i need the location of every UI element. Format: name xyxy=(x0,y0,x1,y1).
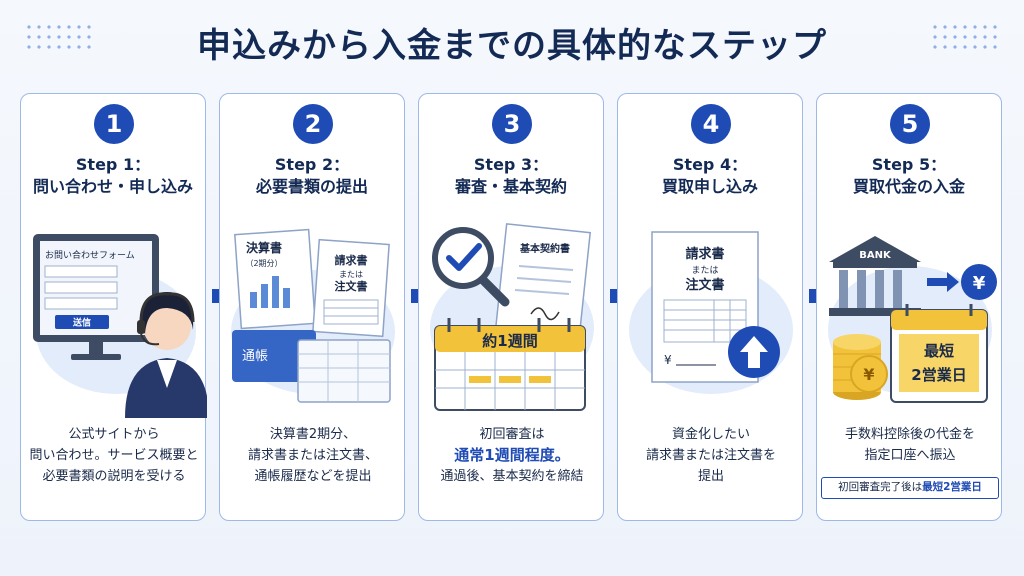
step-card-4: 4 Step 4： 買取申し込み 請求書 または 注文書 ¥ xyxy=(617,93,803,521)
step-title: Step 2： 必要書類の提出 xyxy=(220,154,404,198)
doc-line: 注文書 xyxy=(685,277,724,293)
passbook-icon: 通帳 xyxy=(232,330,316,382)
step-title: Step 1： 問い合わせ・申し込み xyxy=(21,154,205,198)
desc-line: 通帳履歴などを提出 xyxy=(254,469,372,484)
yen-coin-icon: ¥ xyxy=(961,264,997,300)
calendar-label: 約1週間 xyxy=(482,332,537,350)
step-name: 問い合わせ・申し込み xyxy=(32,177,193,196)
step-label: Step 2： xyxy=(274,155,350,174)
step-title: Step 4： 買取申し込み xyxy=(618,154,802,198)
step-name: 買取申し込み xyxy=(661,177,758,196)
desc-line: 請求書または注文書を xyxy=(645,448,776,463)
send-button-illus xyxy=(55,315,109,329)
arrow-right-icon xyxy=(927,272,959,292)
yen-sign: ¥ xyxy=(664,353,672,367)
payment-illustration: BANK ¥ ¥ xyxy=(828,236,997,403)
step-number-badge: 1 xyxy=(94,104,134,144)
step-card-3: 3 Step 3： 審査・基本契約 基本契約書 xyxy=(418,93,604,521)
calendar-line: 2営業日 xyxy=(911,366,966,384)
desc-line: 提出 xyxy=(697,469,724,484)
statement-sheet-icon xyxy=(297,339,391,403)
passbook-label: 通帳 xyxy=(242,349,268,364)
form-input-1 xyxy=(44,265,118,278)
steps-container: 1 Step 1： 問い合わせ・申し込み お問い合わせフォーム 送信 xyxy=(20,93,1004,523)
step-description: 手数料控除後の代金を 指定口座へ振込 xyxy=(821,424,999,466)
desc-line: 資金化したい xyxy=(671,427,750,442)
send-label: 送信 xyxy=(72,317,91,329)
bank-label: BANK xyxy=(859,250,892,261)
doc-title: 決算書 xyxy=(246,240,282,255)
step-label: Step 1： xyxy=(75,155,151,174)
step-name: 買取代金の入金 xyxy=(852,177,965,196)
note-highlight: 最短2営業日 xyxy=(922,481,982,493)
desc-highlight: 通常1週間程度。 xyxy=(454,446,570,464)
financial-statement-icon: 決算書 （2期分） xyxy=(234,228,316,330)
yen-sign: ¥ xyxy=(973,273,986,294)
form-input-3 xyxy=(44,297,118,310)
step-title: Step 5： 買取代金の入金 xyxy=(817,154,1001,198)
step-title: Step 3： 審査・基本契約 xyxy=(419,154,603,198)
step-label: Step 4： xyxy=(672,155,748,174)
desc-line: 指定口座へ振込 xyxy=(864,448,956,463)
desc-line: 通過後、基本契約を締結 xyxy=(440,469,584,484)
doc-line: 請求書 xyxy=(685,246,724,262)
desc-line: 必要書類の説明を受ける xyxy=(42,469,186,484)
purchase-application-illustration: 請求書 または 注文書 ¥ xyxy=(629,231,793,394)
step-description: 公式サイトから 問い合わせ。サービス概要と 必要書類の説明を受ける xyxy=(25,424,203,487)
step-description: 初回審査は 通常1週間程度。 通過後、基本契約を締結 xyxy=(423,424,601,487)
step-name: 必要書類の提出 xyxy=(255,177,368,196)
note-prefix: 初回審査完了後は xyxy=(838,481,923,493)
step-name: 審査・基本契約 xyxy=(454,177,567,196)
review-illustration: 基本契約書 約1週間 xyxy=(430,223,594,411)
calendar-icon: 最短 2営業日 xyxy=(890,304,988,403)
svg-text:¥: ¥ xyxy=(863,365,874,384)
upload-arrow-icon xyxy=(728,326,780,378)
contract-document-icon: 基本契約書 xyxy=(494,223,592,337)
calendar-line: 最短 xyxy=(924,342,954,360)
contract-label: 基本契約書 xyxy=(519,242,570,255)
step-label: Step 3： xyxy=(473,155,549,174)
decorative-dots-left xyxy=(24,22,94,52)
doc-line: または xyxy=(691,265,718,276)
page-title: 申込みから入金までの具体的なステップ xyxy=(197,26,827,66)
step-number-badge: 2 xyxy=(293,104,333,144)
desc-line: 請求書または注文書、 xyxy=(247,448,378,463)
bank-icon: BANK xyxy=(829,236,921,316)
inquiry-illustration: お問い合わせフォーム 送信 xyxy=(33,234,207,418)
magnifier-check-icon xyxy=(432,227,510,307)
operator-icon xyxy=(125,292,207,418)
step-card-5: 5 Step 5： 買取代金の入金 BANK ¥ xyxy=(816,93,1002,521)
doc-line: 注文書 xyxy=(335,279,368,293)
step-number-badge: 4 xyxy=(691,104,731,144)
step-number-badge: 5 xyxy=(890,104,930,144)
doc-subtitle: （2期分） xyxy=(245,259,282,268)
desc-line: 初回審査は xyxy=(479,427,545,442)
desc-line: 決算書2期分、 xyxy=(269,427,357,442)
step-card-2: 2 Step 2： 必要書類の提出 決算書 （2期分） 請求書 または 注文書 xyxy=(219,93,405,521)
doc-line: または xyxy=(339,270,363,279)
decorative-dots-right xyxy=(930,22,1000,52)
fastest-payment-note: 初回審査完了後は最短2営業日 xyxy=(821,477,999,499)
invoice-document-icon: 請求書 または 注文書 xyxy=(312,238,390,338)
documents-illustration: 決算書 （2期分） 請求書 または 注文書 通帳 xyxy=(231,228,395,403)
form-title: お問い合わせフォーム xyxy=(45,249,135,261)
step-label: Step 5： xyxy=(871,155,947,174)
invoice-document-icon: 請求書 または 注文書 ¥ xyxy=(651,231,759,383)
step-number-badge: 3 xyxy=(492,104,532,144)
doc-line: 請求書 xyxy=(335,253,368,267)
form-input-2 xyxy=(44,281,118,294)
step-card-1: 1 Step 1： 問い合わせ・申し込み お問い合わせフォーム 送信 xyxy=(20,93,207,521)
step-description: 決算書2期分、 請求書または注文書、 通帳履歴などを提出 xyxy=(224,424,402,487)
step-description: 資金化したい 請求書または注文書を 提出 xyxy=(622,424,800,487)
desc-line: 問い合わせ。サービス概要と xyxy=(29,448,199,463)
coin-stack-icon: ¥ xyxy=(833,334,888,400)
desc-line: 公式サイトから xyxy=(68,427,160,442)
calendar-icon: 約1週間 xyxy=(434,318,586,411)
desc-line: 手数料控除後の代金を xyxy=(844,427,975,442)
